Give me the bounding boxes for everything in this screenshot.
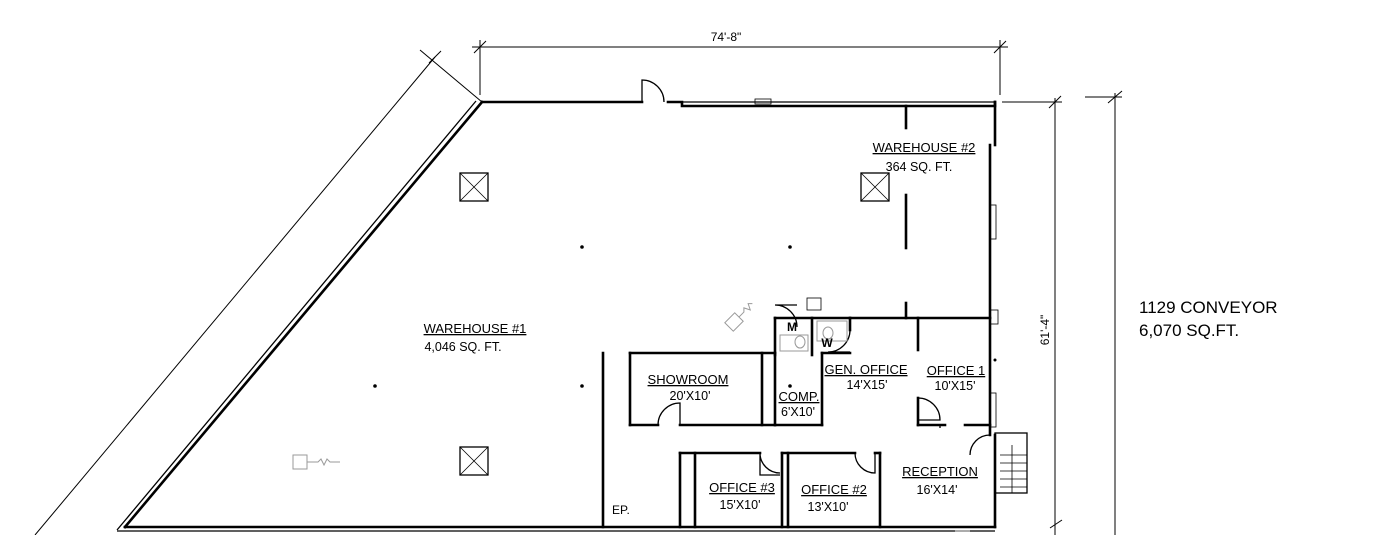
door-swing-icon (854, 452, 876, 474)
comp-size: 6'X10' (781, 405, 815, 419)
office-block (601, 304, 992, 529)
restroom-m-label: M (787, 320, 797, 334)
stair-icon (994, 432, 1028, 494)
skylight-icon (459, 172, 489, 202)
office-2-label: OFFICE #2 (801, 482, 867, 497)
office-3-size: 15'X10' (720, 498, 761, 512)
restroom-w-label: W (821, 336, 833, 350)
door-swing-icon (774, 304, 798, 328)
office-2-size: 13'X10' (808, 500, 849, 514)
building-area: 6,070 SQ.FT. (1139, 321, 1239, 340)
diagonal-dimension (34, 49, 483, 535)
door-swing-icon (759, 452, 781, 476)
top-dimension: 74'-8" (472, 30, 1008, 95)
right-dimension: 61'-4" (1002, 95, 1063, 535)
showroom-label: SHOWROOM (648, 372, 729, 387)
comp-label: COMP. (779, 389, 820, 404)
door-swing-icon (827, 329, 851, 353)
reception-size: 16'X14' (917, 483, 958, 497)
exterior-walls (116, 79, 999, 532)
door-swing-icon (657, 402, 681, 426)
height-dimension-label: 61'-4" (1038, 315, 1052, 346)
door-swing-icon (917, 397, 941, 421)
column-dot-icon (373, 245, 792, 388)
restroom-fixtures (779, 297, 848, 352)
office-1-size: 10'X15' (935, 379, 976, 393)
office-3-label: OFFICE #3 (709, 480, 775, 495)
warehouse-2-size: 364 SQ. FT. (886, 160, 953, 174)
warehouse-1-size: 4,046 SQ. FT. (424, 340, 501, 354)
warehouse-1-label: WAREHOUSE #1 (424, 321, 527, 336)
outer-right-dimension (1085, 90, 1123, 535)
showroom-size: 20'X10' (670, 389, 711, 403)
electrical-outlet-icon (292, 454, 340, 470)
office-1-label: OFFICE 1 (927, 363, 986, 378)
skylight-icon (459, 446, 489, 476)
gen-office-size: 14'X15' (847, 378, 888, 392)
skylight-icon (860, 172, 890, 202)
reception-label: RECEPTION (902, 464, 978, 479)
building-address: 1129 CONVEYOR (1139, 298, 1278, 317)
width-dimension-label: 74'-8" (711, 30, 742, 44)
toilet-icon (794, 326, 834, 349)
door-swing-icon (969, 434, 991, 456)
door-swing-icon (641, 79, 665, 103)
electrical-panel-label: EP. (612, 503, 630, 517)
electrical-outlet-icon (724, 303, 753, 332)
gen-office-label: GEN. OFFICE (824, 362, 907, 377)
warehouse-2-label: WAREHOUSE #2 (873, 140, 976, 155)
